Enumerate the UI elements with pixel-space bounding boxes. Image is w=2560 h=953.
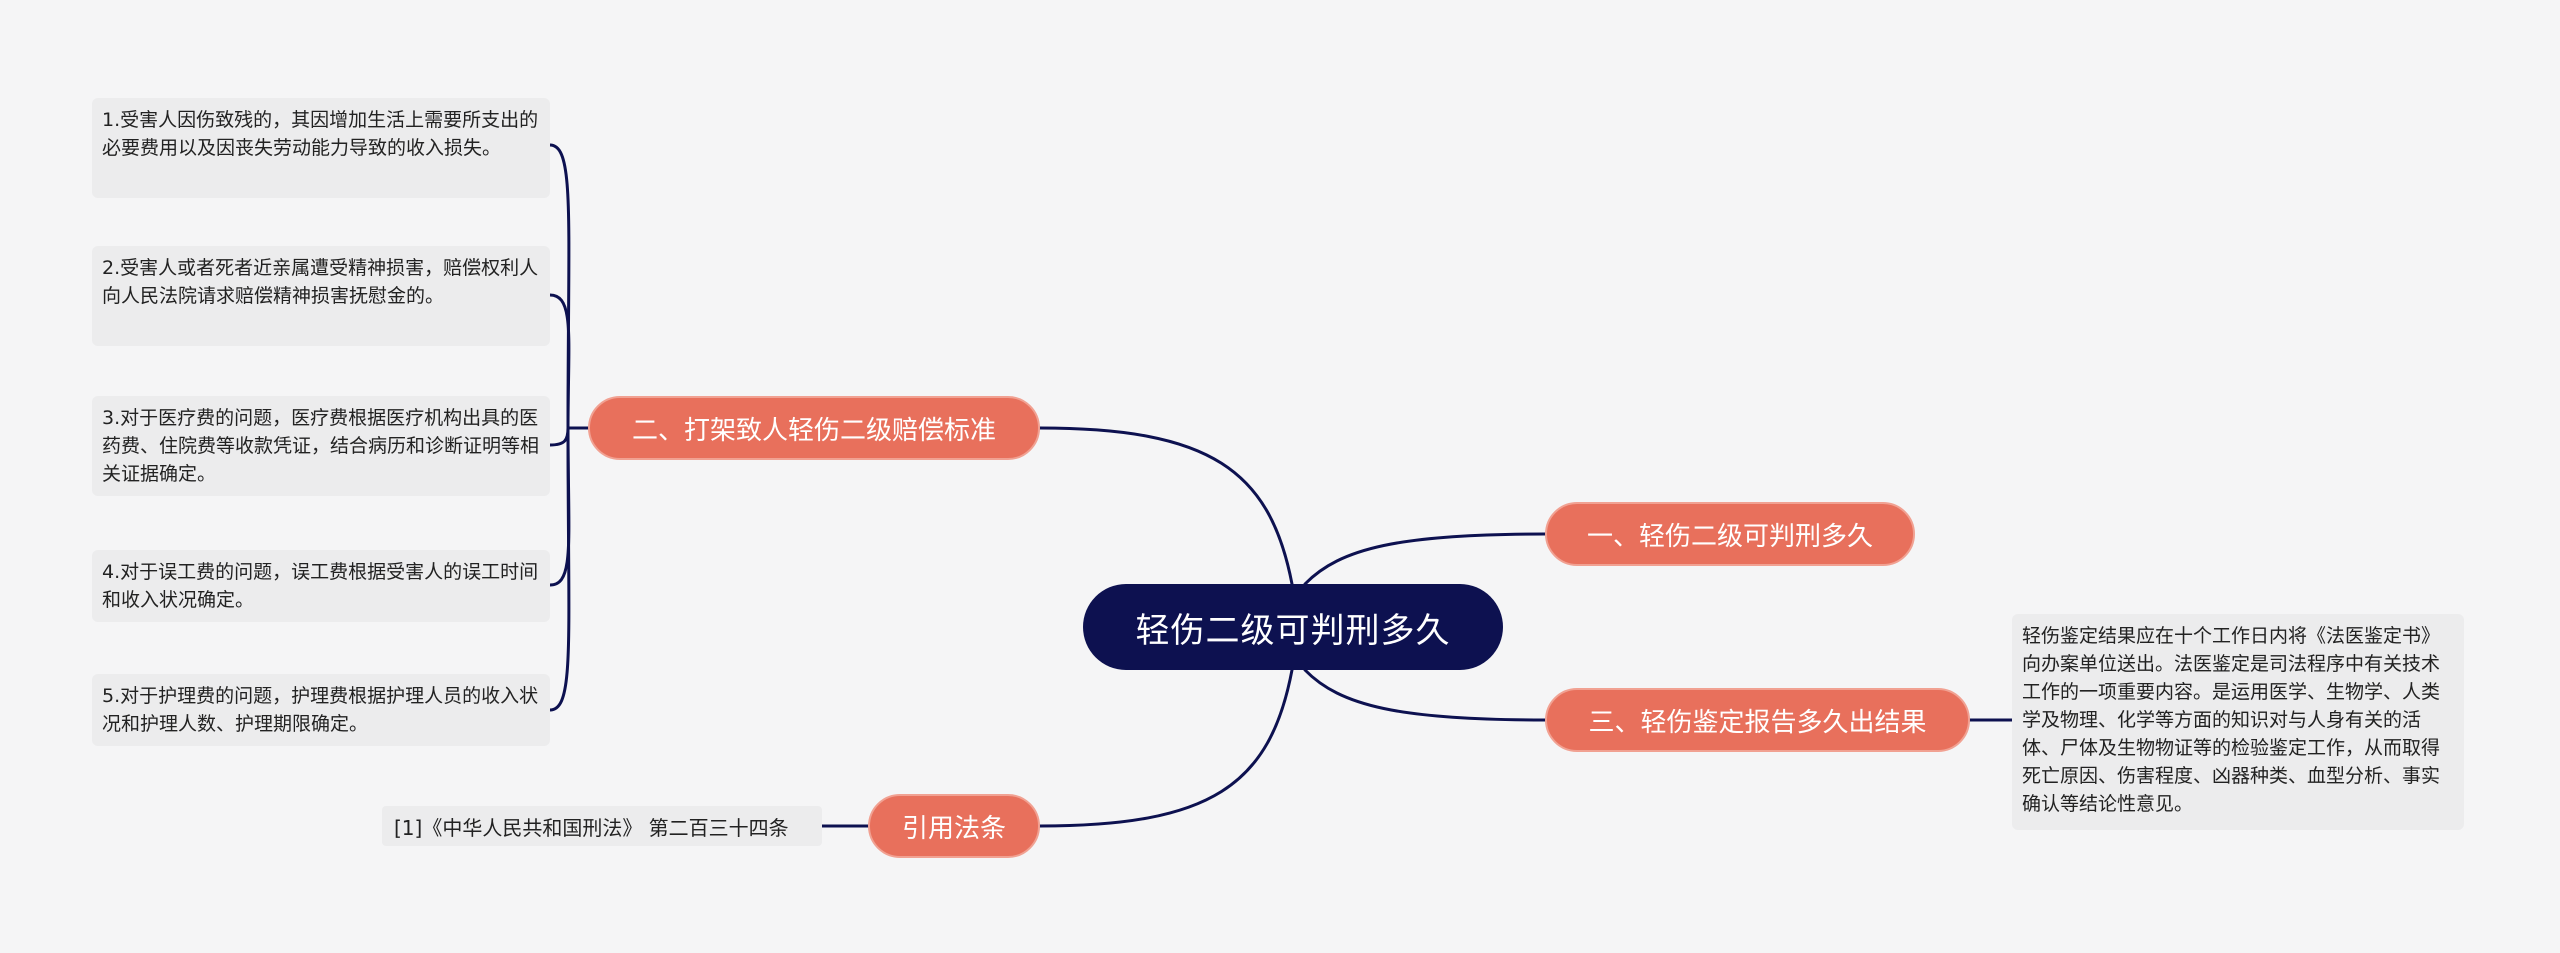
connector-root-sentence [1303, 532, 1547, 586]
connector-item-4 [548, 426, 571, 587]
branch-report-timing[interactable]: 三、轻伤鉴定报告多久出结果 [1545, 688, 1970, 752]
compensation-item-1[interactable]: 1.受害人因伤致残的，其因增加生活上需要所支出的必要费用以及因丧失劳动能力导致的… [92, 98, 550, 198]
connector-root-report [1303, 668, 1547, 722]
compensation-item-4[interactable]: 4.对于误工费的问题，误工费根据受害人的误工时间和收入状况确定。 [92, 550, 550, 622]
root-topic[interactable]: 轻伤二级可判刑多久 [1083, 584, 1503, 670]
branch-law-citation[interactable]: 引用法条 [868, 794, 1040, 858]
branch-compensation-standard[interactable]: 二、打架致人轻伤二级赔偿标准 [588, 396, 1040, 460]
connector-item-3 [548, 426, 570, 447]
connector-item-1 [548, 143, 571, 430]
compensation-item-3[interactable]: 3.对于医疗费的问题，医疗费根据医疗机构出具的医药费、住院费等收款凭证，结合病历… [92, 396, 550, 496]
connector-root-law [1038, 668, 1294, 828]
compensation-item-5[interactable]: 5.对于护理费的问题，护理费根据护理人员的收入状况和护理人数、护理期限确定。 [92, 674, 550, 746]
connector-root-compensation [1038, 426, 1294, 586]
connector-item-5 [548, 426, 571, 712]
compensation-item-2[interactable]: 2.受害人或者死者近亲属遭受精神损害，赔偿权利人向人民法院请求赔偿精神损害抚慰金… [92, 246, 550, 346]
connector-item-2 [548, 293, 571, 430]
branch-sentence-length[interactable]: 一、轻伤二级可判刑多久 [1545, 502, 1915, 566]
report-timing-detail[interactable]: 轻伤鉴定结果应在十个工作日内将《法医鉴定书》向办案单位送出。法医鉴定是司法程序中… [2012, 614, 2464, 830]
law-reference[interactable]: [1]《中华人民共和国刑法》 第二百三十四条 [382, 806, 822, 846]
